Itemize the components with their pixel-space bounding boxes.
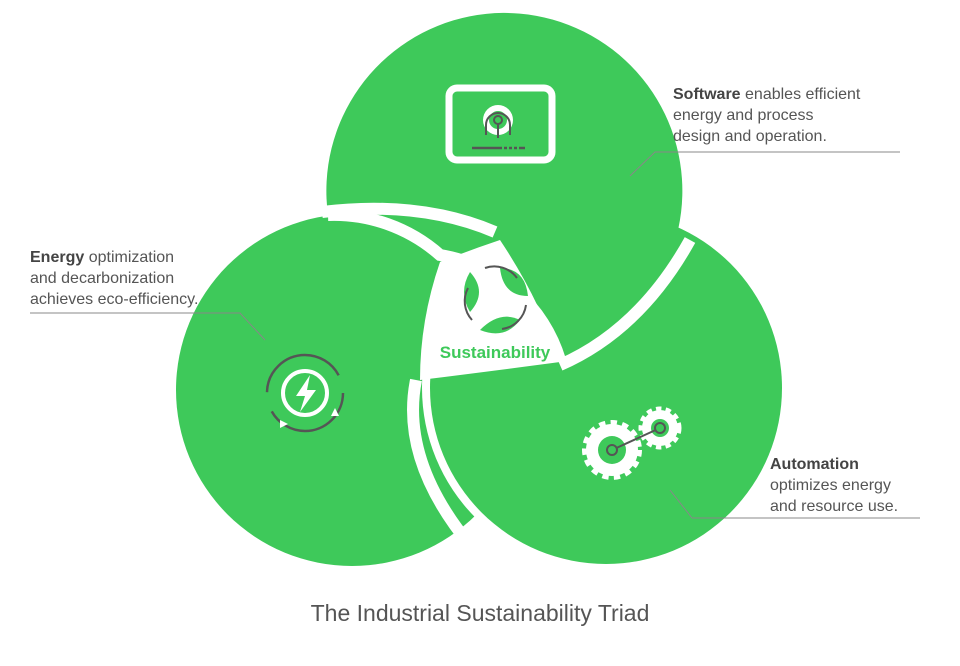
- automation-title: Automation: [770, 456, 859, 473]
- monitor-gear-icon: [445, 84, 556, 164]
- gears-icon: [582, 406, 682, 480]
- software-line1: enables efficient: [740, 86, 861, 103]
- energy-note: Energy optimization and decarbonization …: [30, 247, 198, 310]
- software-title: Software: [673, 86, 741, 103]
- software-note: Software enables efficient energy and pr…: [673, 84, 860, 147]
- automation-line2: optimizes energy: [770, 477, 891, 494]
- leader-lines: [30, 151, 920, 519]
- automation-note: Automation optimizes energy and resource…: [770, 454, 898, 517]
- energy-line3: achieves eco-efficiency.: [30, 291, 199, 308]
- energy-line2: and decarbonization: [30, 270, 175, 287]
- diagram-caption: The Industrial Sustainability Triad: [310, 600, 650, 626]
- software-line3: design and operation.: [673, 128, 827, 145]
- center-region: [420, 240, 560, 380]
- software-line2: energy and process: [673, 107, 814, 124]
- energy-title: Energy: [30, 249, 85, 266]
- lightning-cycle-icon: [265, 353, 345, 433]
- automation-line3: and resource use.: [770, 498, 899, 515]
- leaf-cycle-icon: [463, 265, 528, 334]
- energy-line1: optimization: [84, 249, 175, 266]
- sustainability-label: Sustainability: [439, 343, 551, 362]
